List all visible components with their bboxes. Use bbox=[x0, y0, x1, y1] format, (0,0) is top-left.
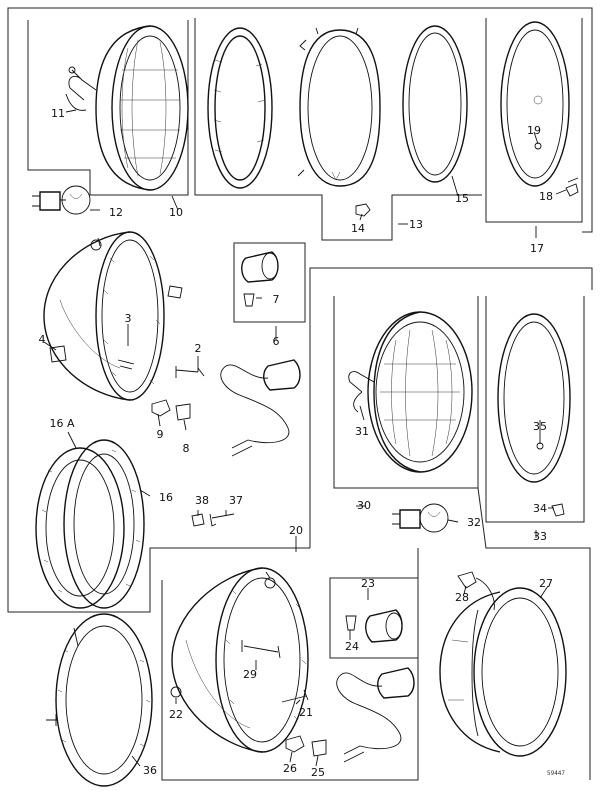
callout-7: 7 bbox=[273, 293, 280, 306]
callout-38: 38 bbox=[195, 494, 209, 507]
callout-26: 26 bbox=[283, 762, 297, 775]
bulb-middle bbox=[392, 503, 449, 533]
small-screws-top bbox=[355, 142, 579, 217]
callout-21: 21 bbox=[299, 706, 313, 719]
callout-25: 25 bbox=[311, 766, 325, 779]
callout-3: 3 bbox=[125, 312, 132, 325]
callout-14: 14 bbox=[351, 222, 365, 235]
callout-9: 9 bbox=[157, 428, 164, 441]
callout-30: 30 bbox=[357, 499, 371, 512]
gasket-ring-36 bbox=[46, 613, 153, 787]
group-boundaries bbox=[7, 7, 593, 781]
callout-24: 24 bbox=[345, 640, 359, 653]
callout-16a: 16 A bbox=[49, 417, 74, 430]
gasket-rings-16 bbox=[35, 439, 145, 609]
clips-8-9 bbox=[151, 399, 191, 421]
callout-10: 10 bbox=[169, 206, 183, 219]
screws-37-38 bbox=[191, 513, 235, 527]
callout-37: 37 bbox=[229, 494, 243, 507]
leader-lines bbox=[43, 109, 567, 767]
callout-15: 15 bbox=[455, 192, 469, 205]
callout-28: 28 bbox=[455, 591, 469, 604]
headlamp-body-left bbox=[43, 231, 205, 401]
callout-17: 17 bbox=[530, 242, 544, 255]
callout-12: 12 bbox=[109, 206, 123, 219]
callout-31: 31 bbox=[355, 425, 369, 438]
callout-13: 13 bbox=[409, 218, 423, 231]
rim-ring-middle bbox=[497, 313, 571, 517]
callout-labels: 11 12 10 14 13 15 19 18 17 7 6 3 2 4 9 8… bbox=[39, 107, 566, 779]
callout-32: 32 bbox=[467, 516, 481, 529]
callout-22: 22 bbox=[169, 708, 183, 721]
connector-23-24 bbox=[336, 609, 415, 763]
clips-25-26 bbox=[285, 735, 327, 757]
callout-8: 8 bbox=[183, 442, 190, 455]
callout-20: 20 bbox=[289, 524, 303, 537]
callout-2: 2 bbox=[195, 342, 202, 355]
reference-code: 59447 bbox=[547, 770, 565, 777]
connector-6-7 bbox=[220, 251, 301, 457]
bulb-top bbox=[32, 185, 91, 215]
callout-35: 35 bbox=[533, 420, 547, 433]
callout-11: 11 bbox=[51, 107, 65, 120]
callout-34: 34 bbox=[533, 502, 547, 515]
callout-18: 18 bbox=[539, 190, 553, 203]
callout-6: 6 bbox=[273, 335, 280, 348]
callout-19: 19 bbox=[527, 124, 541, 137]
callout-16: 16 bbox=[159, 491, 173, 504]
callout-27: 27 bbox=[539, 577, 553, 590]
sealed-beam-unit-middle bbox=[348, 311, 473, 473]
callout-23: 23 bbox=[361, 577, 375, 590]
callout-29: 29 bbox=[243, 668, 257, 681]
headlamp-assembly-27 bbox=[439, 571, 567, 757]
sealed-beam-unit-top bbox=[65, 25, 189, 191]
headlamp-body-bottom bbox=[170, 567, 309, 753]
rim-rings-top bbox=[207, 21, 570, 189]
callout-36: 36 bbox=[143, 764, 157, 777]
callout-4: 4 bbox=[39, 333, 46, 346]
callout-33: 33 bbox=[533, 530, 547, 543]
